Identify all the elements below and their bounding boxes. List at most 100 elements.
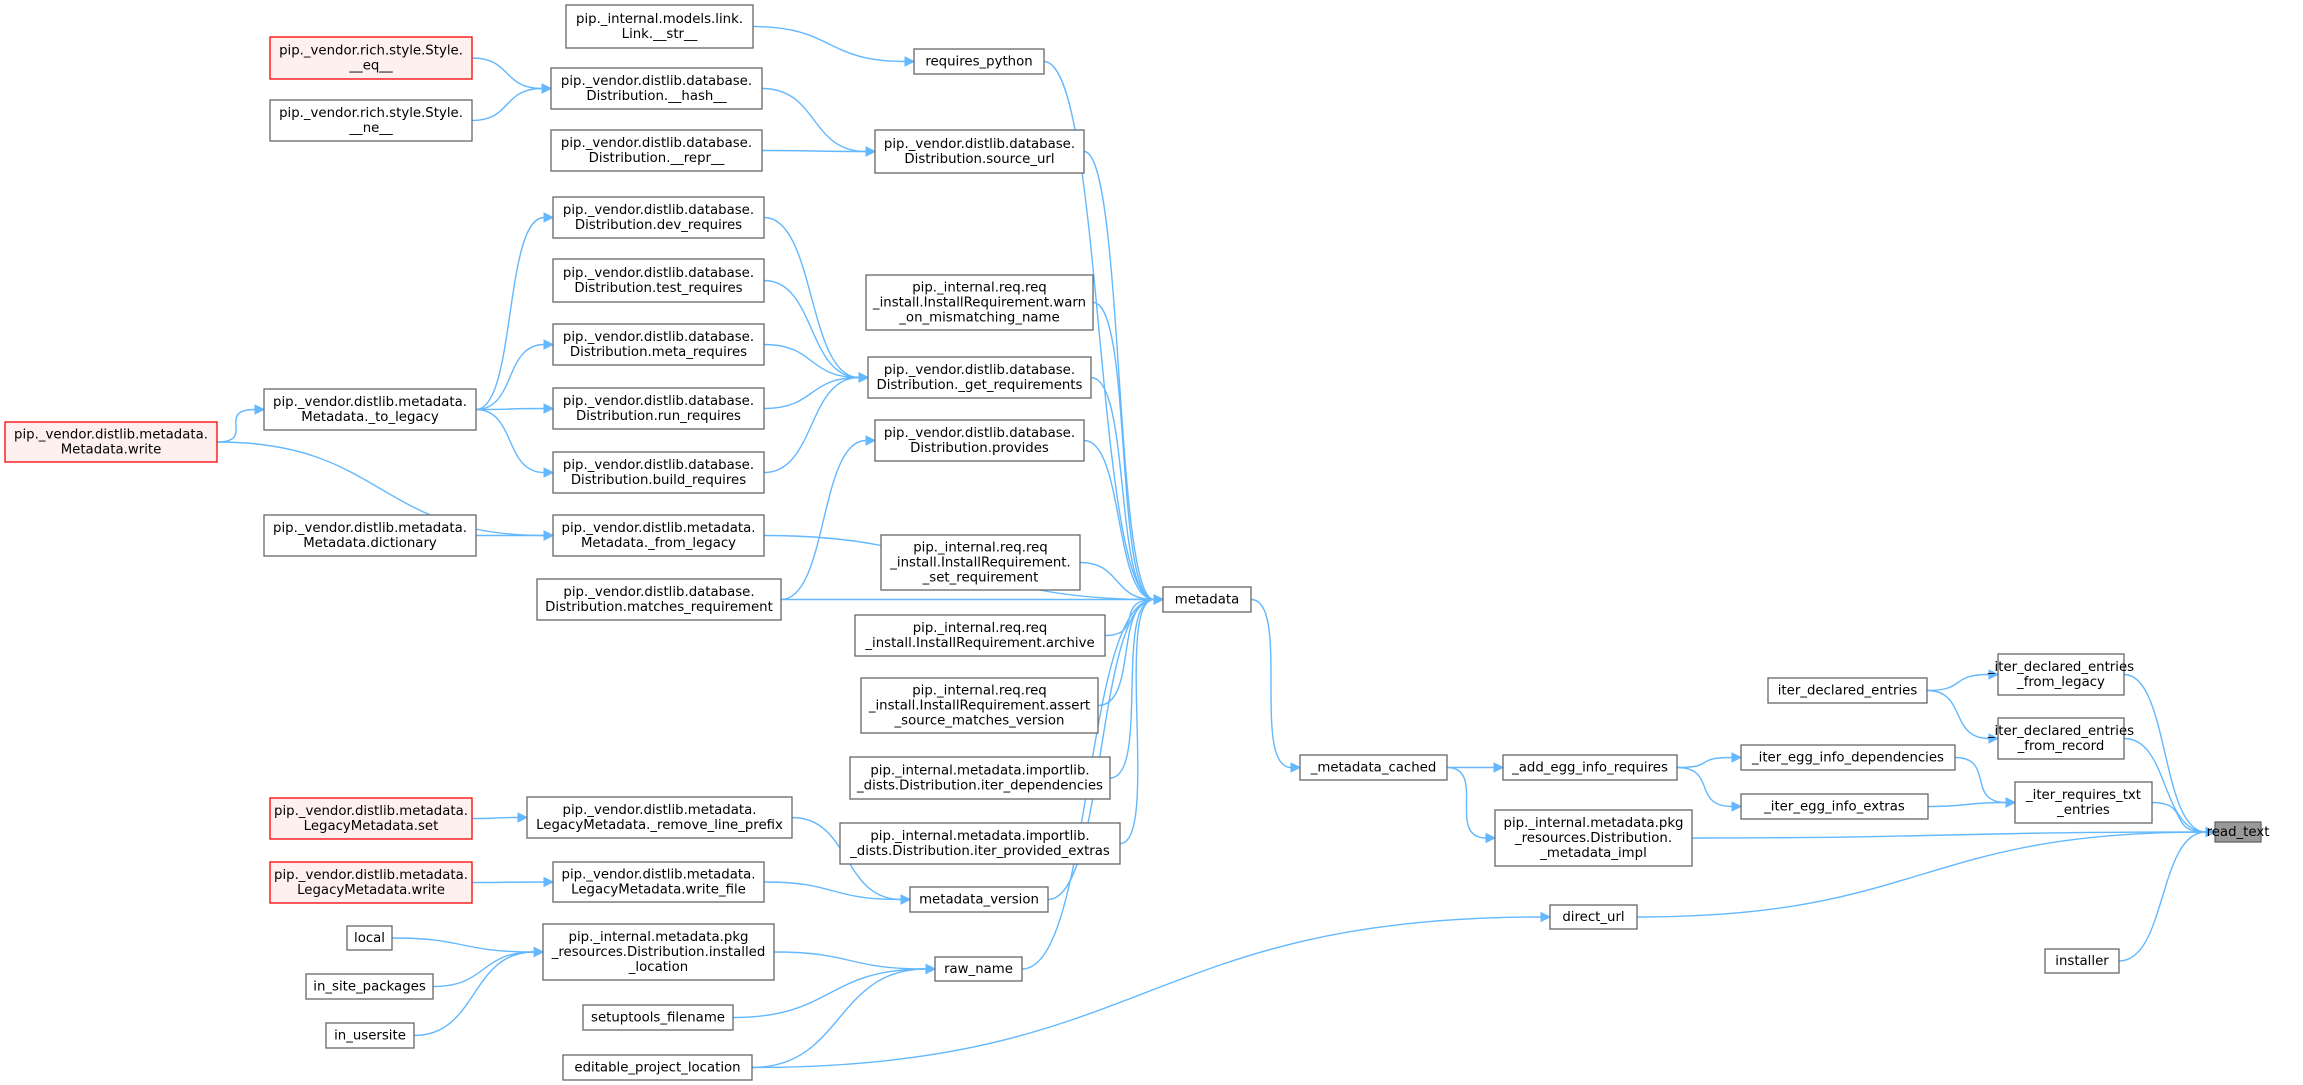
node-lm-write[interactable]: pip._vendor.distlib.metadata.LegacyMetad… bbox=[269, 861, 473, 904]
node-iter-declared-entries[interactable]: iter_declared_entries bbox=[1767, 677, 1928, 704]
edge-meta-write-to-meta-to-legacy bbox=[216, 404, 266, 443]
node-box bbox=[874, 129, 1085, 174]
node-label: Link.__str__ bbox=[622, 27, 698, 42]
node-pkg-metadata-impl[interactable]: pip._internal.metadata.pkg_resources.Dis… bbox=[1494, 809, 1693, 867]
node-add-egg-req[interactable]: _add_egg_info_requires bbox=[1502, 754, 1678, 781]
node-label: pip._vendor.distlib.database. bbox=[884, 426, 1075, 441]
node-label: _iter_requires_txt bbox=[2025, 788, 2141, 803]
node-box bbox=[913, 48, 1045, 75]
node-metadata-cached[interactable]: _metadata_cached bbox=[1299, 754, 1448, 781]
node-dist-build-req[interactable]: pip._vendor.distlib.database.Distributio… bbox=[552, 451, 765, 494]
node-in-site-packages[interactable]: in_site_packages bbox=[305, 973, 434, 1000]
node-dist-get-req[interactable]: pip._vendor.distlib.database.Distributio… bbox=[867, 356, 1092, 399]
node-lm-write-file[interactable]: pip._vendor.distlib.metadata.LegacyMetad… bbox=[552, 861, 765, 903]
node-box bbox=[550, 67, 763, 110]
node-label: Distribution.provides bbox=[910, 441, 1049, 456]
node-style-ne[interactable]: pip._vendor.rich.style.Style.__ne__ bbox=[269, 99, 473, 142]
edge-dist-dev-req-to-dist-get-req bbox=[763, 216, 870, 383]
node-label: in_usersite bbox=[334, 1029, 406, 1044]
node-box bbox=[536, 578, 782, 621]
node-label: pip._vendor.distlib.metadata. bbox=[274, 868, 468, 883]
node-dist-meta-req[interactable]: pip._vendor.distlib.database.Distributio… bbox=[552, 323, 765, 366]
node-box bbox=[269, 36, 473, 80]
node-label: iter_declared_entries bbox=[1778, 684, 1918, 699]
node-label: _dists.Distribution.iter_dependencies bbox=[856, 779, 1103, 794]
node-box bbox=[269, 861, 473, 904]
node-ir-archive[interactable]: pip._internal.req.req_install.InstallReq… bbox=[854, 614, 1106, 657]
node-ir-assert[interactable]: pip._internal.req.req_install.InstallReq… bbox=[860, 677, 1099, 734]
node-meta-write[interactable]: pip._vendor.distlib.metadata.Metadata.wr… bbox=[4, 421, 218, 463]
node-label: pip._vendor.distlib.database. bbox=[884, 137, 1075, 152]
node-warn-mismatch[interactable]: pip._internal.req.req_install.InstallReq… bbox=[865, 274, 1094, 331]
node-it-req-txt[interactable]: _iter_requires_txt_entries bbox=[2014, 781, 2153, 824]
edge-add-egg-req-to-it-egg-extras bbox=[1676, 766, 1743, 812]
edge-metadata-cached-to-add-egg-req bbox=[1446, 762, 1505, 773]
node-label: _resources.Distribution. bbox=[1514, 831, 1672, 846]
node-iter-extras[interactable]: pip._internal.metadata.importlib._dists.… bbox=[839, 822, 1121, 865]
node-it-egg-deps[interactable]: _iter_egg_info_dependencies bbox=[1740, 744, 1956, 771]
edge-meta-to-legacy-to-dist-meta-req bbox=[475, 339, 555, 411]
node-metadata-version[interactable]: metadata_version bbox=[909, 886, 1049, 913]
node-box bbox=[325, 1022, 415, 1049]
node-dist-repr[interactable]: pip._vendor.distlib.database.Distributio… bbox=[550, 129, 763, 172]
node-label: _from_record bbox=[2017, 739, 2105, 754]
node-setuptools-filename[interactable]: setuptools_filename bbox=[582, 1004, 734, 1031]
node-label: pip._vendor.distlib.database. bbox=[563, 394, 754, 409]
call-graph-edges bbox=[216, 25, 2217, 1069]
node-box bbox=[552, 258, 765, 303]
node-box bbox=[552, 323, 765, 366]
node-label: pip._vendor.distlib.database. bbox=[561, 74, 752, 89]
edge-dist-matches-req-to-dist-provides bbox=[780, 435, 877, 601]
node-editable-location[interactable]: editable_project_location bbox=[562, 1054, 753, 1081]
edge-link-str-to-requires-python bbox=[752, 25, 916, 67]
node-label: pip._vendor.distlib.metadata. bbox=[563, 803, 757, 818]
node-it-decl-record[interactable]: _iter_declared_entries_from_record bbox=[1987, 717, 2134, 760]
node-dist-matches-req[interactable]: pip._vendor.distlib.database.Distributio… bbox=[536, 578, 782, 621]
node-label: Distribution.test_requires bbox=[574, 281, 742, 296]
node-dist-provides[interactable]: pip._vendor.distlib.database.Distributio… bbox=[874, 419, 1085, 462]
edge-dist-matches-req-to-metadata bbox=[780, 594, 1165, 605]
node-meta-from-legacy[interactable]: pip._vendor.distlib.metadata.Metadata._f… bbox=[552, 514, 765, 557]
edge-dist-test-req-to-dist-get-req bbox=[763, 279, 870, 383]
node-lm-remove-prefix[interactable]: pip._vendor.distlib.metadata.LegacyMetad… bbox=[526, 796, 793, 839]
node-direct-url[interactable]: direct_url bbox=[1549, 904, 1638, 930]
node-installer[interactable]: installer bbox=[2044, 948, 2120, 974]
node-style-eq[interactable]: pip._vendor.rich.style.Style.__eq__ bbox=[269, 36, 473, 80]
node-it-egg-extras[interactable]: _iter_egg_info_extras bbox=[1740, 793, 1929, 820]
node-label: _install.InstallRequirement.assert bbox=[868, 699, 1090, 714]
node-dist-hash[interactable]: pip._vendor.distlib.database.Distributio… bbox=[550, 67, 763, 110]
node-raw-name[interactable]: raw_name bbox=[934, 956, 1023, 982]
edge-meta-to-legacy-to-dist-dev-req bbox=[475, 212, 555, 411]
node-box bbox=[1494, 809, 1693, 867]
node-read-text[interactable]: read_text bbox=[2207, 821, 2270, 843]
edge-metadata-to-metadata-cached bbox=[1250, 598, 1302, 773]
node-label: pip._internal.req.req bbox=[912, 684, 1047, 699]
call-graph-nodes: read_text _iter_declared_entries_from_leg… bbox=[4, 4, 2270, 1081]
node-label: _iter_declared_entries bbox=[1987, 724, 2134, 739]
node-dist-source-url[interactable]: pip._vendor.distlib.database.Distributio… bbox=[874, 129, 1085, 174]
node-it-decl-legacy[interactable]: _iter_declared_entries_from_legacy bbox=[1987, 653, 2134, 696]
node-label: setuptools_filename bbox=[591, 1011, 725, 1026]
node-box bbox=[909, 886, 1049, 913]
node-lm-set[interactable]: pip._vendor.distlib.metadata.LegacyMetad… bbox=[269, 797, 473, 840]
node-set-requirement[interactable]: pip._internal.req.req_install.InstallReq… bbox=[880, 534, 1081, 591]
node-in-usersite[interactable]: in_usersite bbox=[325, 1022, 415, 1049]
node-label: _install.InstallRequirement.warn bbox=[872, 296, 1086, 311]
node-box bbox=[263, 388, 477, 431]
node-installed-location[interactable]: pip._internal.metadata.pkg_resources.Dis… bbox=[542, 923, 775, 981]
node-dist-test-req[interactable]: pip._vendor.distlib.database.Distributio… bbox=[552, 258, 765, 303]
node-metadata[interactable]: metadata bbox=[1162, 586, 1252, 613]
node-requires-python[interactable]: requires_python bbox=[913, 48, 1045, 75]
node-label: Metadata._from_legacy bbox=[581, 536, 736, 551]
node-meta-to-legacy[interactable]: pip._vendor.distlib.metadata.Metadata._t… bbox=[263, 388, 477, 431]
node-iter-deps[interactable]: pip._internal.metadata.importlib._dists.… bbox=[849, 756, 1111, 800]
node-box bbox=[346, 925, 393, 951]
edge-editable-location-to-direct-url bbox=[751, 911, 1552, 1069]
node-dist-dev-req[interactable]: pip._vendor.distlib.database.Distributio… bbox=[552, 196, 765, 239]
edge-installer-to-read-text bbox=[2118, 826, 2217, 962]
node-meta-dictionary[interactable]: pip._vendor.distlib.metadata.Metadata.di… bbox=[263, 514, 477, 557]
node-link-str[interactable]: pip._internal.models.link.Link.__str__ bbox=[565, 4, 754, 49]
edge-meta-dictionary-to-meta-from-legacy bbox=[476, 530, 555, 541]
node-local[interactable]: local bbox=[346, 925, 393, 951]
node-dist-run-req[interactable]: pip._vendor.distlib.database.Distributio… bbox=[552, 387, 765, 430]
